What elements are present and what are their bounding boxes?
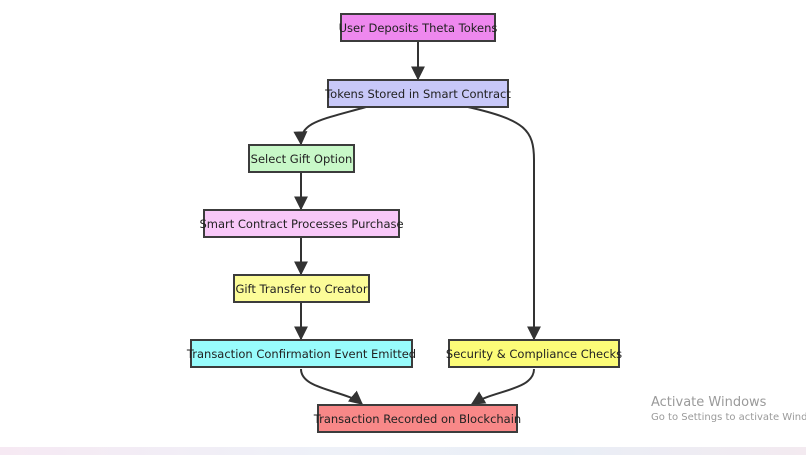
edge-security-to-recorded [470,368,535,405]
node-transaction-recorded: Transaction Recorded on Blockchain [314,404,521,433]
taskbar-strip [0,447,806,455]
edge-stored-to-security [467,106,541,341]
node-security-checks: Security & Compliance Checks [446,339,622,368]
watermark-title: Activate Windows [651,395,767,410]
node-contract-processes: Smart Contract Processes Purchase [199,209,404,238]
activate-windows-watermark: Activate Windows Go to Settings to activ… [651,395,806,423]
edge-stored-to-gift [293,106,367,146]
node-tokens-stored: Tokens Stored in Smart Contract [325,79,511,108]
node-select-gift: Select Gift Option [248,144,355,173]
node-confirmation-event: Transaction Confirmation Event Emitted [187,339,416,368]
watermark-subtitle: Go to Settings to activate Windows. [651,412,806,423]
node-gift-transfer: Gift Transfer to Creator [233,274,370,303]
node-user-deposits: User Deposits Theta Tokens [339,13,497,42]
edge-confirmation-to-recorded [300,368,364,405]
